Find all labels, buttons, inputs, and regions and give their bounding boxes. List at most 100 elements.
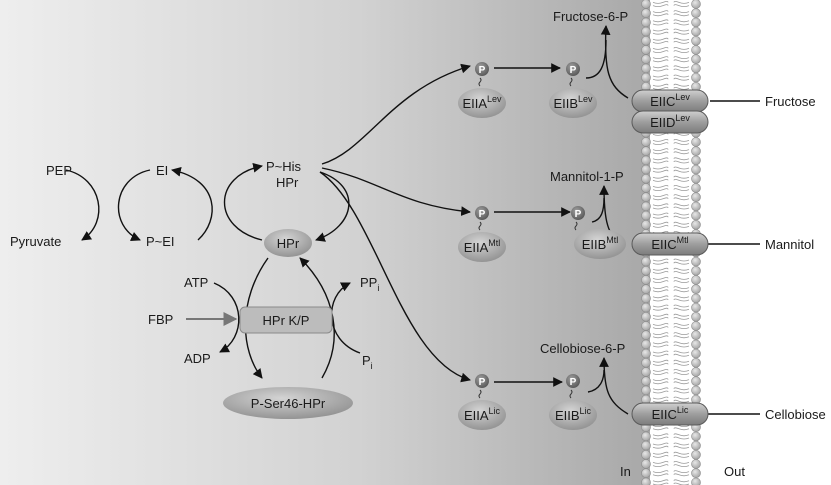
lipid-tail xyxy=(652,307,669,311)
lipid-tail xyxy=(673,10,690,13)
lipid-tail xyxy=(652,353,669,357)
mannitol-label: Mannitol xyxy=(765,237,814,252)
lipid-tail xyxy=(673,372,690,375)
lipid-tail xyxy=(673,139,690,142)
hpr-ellipse xyxy=(264,229,312,257)
svg-text:EIIBLic: EIIBLic xyxy=(555,406,592,423)
lipid-tail xyxy=(652,160,669,164)
lipid-tail xyxy=(652,47,669,50)
transporters: EIICLev EIIDLev EIICMtl EIICLic xyxy=(631,89,709,426)
lipid-tail xyxy=(673,470,690,473)
eiib-lev-base: EIIB xyxy=(553,96,578,111)
lipid-head xyxy=(641,284,651,295)
cellobiose-label: Cellobiose xyxy=(765,407,826,422)
lipid-tail xyxy=(652,142,669,145)
svg-text:EIIDLev: EIIDLev xyxy=(650,113,690,130)
lipid-tail xyxy=(652,166,669,170)
lipid-head xyxy=(691,449,701,460)
svg-text:EIIALev: EIIALev xyxy=(462,94,502,111)
to-eiia-lic-arrow xyxy=(319,171,471,383)
lipid-head xyxy=(641,155,651,166)
ei-label: EI xyxy=(156,163,168,178)
eiia-lev-sup: Lev xyxy=(487,94,502,104)
eiib-lev-sup: Lev xyxy=(578,94,593,104)
lipid-head xyxy=(691,311,701,322)
svg-text:P: P xyxy=(570,377,577,388)
lipid-head xyxy=(691,357,701,368)
eiib-lic-transfer-line xyxy=(587,369,605,393)
lipid-tail xyxy=(652,59,669,63)
lipid-head xyxy=(641,192,651,202)
lipid-head xyxy=(691,63,701,74)
svg-text:P: P xyxy=(570,65,577,76)
lipid-tail xyxy=(673,313,690,317)
lipid-tail xyxy=(652,65,669,69)
lipid-tail xyxy=(673,188,690,191)
lipid-tail xyxy=(673,215,690,219)
eiib-mtl-transfer-line xyxy=(591,197,605,223)
lipid-tail xyxy=(673,77,690,81)
lipid-tail xyxy=(673,206,690,210)
lipid-tail xyxy=(652,74,669,78)
lipid-tail xyxy=(652,31,669,35)
lipid-head xyxy=(691,376,701,387)
svg-text:P: P xyxy=(575,209,582,220)
lipid-head xyxy=(641,45,651,55)
lipid-head xyxy=(641,431,651,442)
lipid-tail xyxy=(652,286,669,289)
lipid-tail xyxy=(673,353,690,357)
lipid-head xyxy=(641,72,651,83)
cellobiose-6p-label: Cellobiose-6-P xyxy=(540,341,625,356)
lipid-tail xyxy=(673,197,690,201)
lipid-tail xyxy=(652,372,669,375)
lipid-head xyxy=(641,302,651,313)
p-ser46-hpr-ellipse xyxy=(223,387,353,419)
lipid-tail xyxy=(673,166,690,170)
lipid-tail xyxy=(652,13,669,17)
lipid-tail xyxy=(652,203,669,207)
eiib-lic-sup: Lic xyxy=(580,406,592,416)
lipid-head xyxy=(641,311,651,322)
lipid-head xyxy=(691,330,701,341)
lipid-tail xyxy=(673,87,690,90)
lipid-tail xyxy=(652,427,669,431)
ei-dephosphorylation-arrow xyxy=(171,167,213,241)
lipid-tail xyxy=(652,10,669,13)
lipid-head xyxy=(691,17,701,28)
lipid-tail xyxy=(673,363,690,366)
lipid-tail xyxy=(652,133,669,136)
lipid-head xyxy=(641,210,651,221)
eiib-mtl-base: EIIB xyxy=(582,237,607,252)
lipid-tail xyxy=(652,261,669,265)
hpr-kp-label: HPr K/P xyxy=(263,313,310,328)
lipid-tail xyxy=(652,56,669,59)
lipid-tail xyxy=(673,271,690,274)
lipid-tail xyxy=(673,83,690,87)
lipid-head xyxy=(691,348,701,359)
lipid-head xyxy=(641,440,651,451)
lipid-head xyxy=(691,385,701,396)
lipid-tail xyxy=(652,37,669,41)
lipid-tail xyxy=(652,22,669,26)
lipid-tail xyxy=(673,203,690,207)
lipid-tail xyxy=(652,194,669,197)
lipid-tail xyxy=(652,83,669,87)
lipid-tail xyxy=(652,399,669,403)
lipid-tail xyxy=(652,442,669,446)
eiia-mtl-base: EIIA xyxy=(464,240,489,255)
lipid-tail xyxy=(673,151,690,155)
lipid-head xyxy=(691,183,701,193)
phospho-eiia-mtl: P xyxy=(475,206,489,231)
eiid-lev: EIIDLev xyxy=(631,110,709,134)
lipid-tail xyxy=(673,326,690,329)
lipid-tail xyxy=(652,221,669,225)
lipid-tail xyxy=(673,194,690,197)
lipid-tail xyxy=(652,350,669,354)
lipid-tail xyxy=(652,1,669,4)
eiib-lev-transfer-line xyxy=(585,39,607,79)
lipid-tail xyxy=(652,473,669,477)
lipid-head xyxy=(691,293,701,304)
lipid-tail xyxy=(673,1,690,4)
lipid-tail xyxy=(652,185,669,188)
